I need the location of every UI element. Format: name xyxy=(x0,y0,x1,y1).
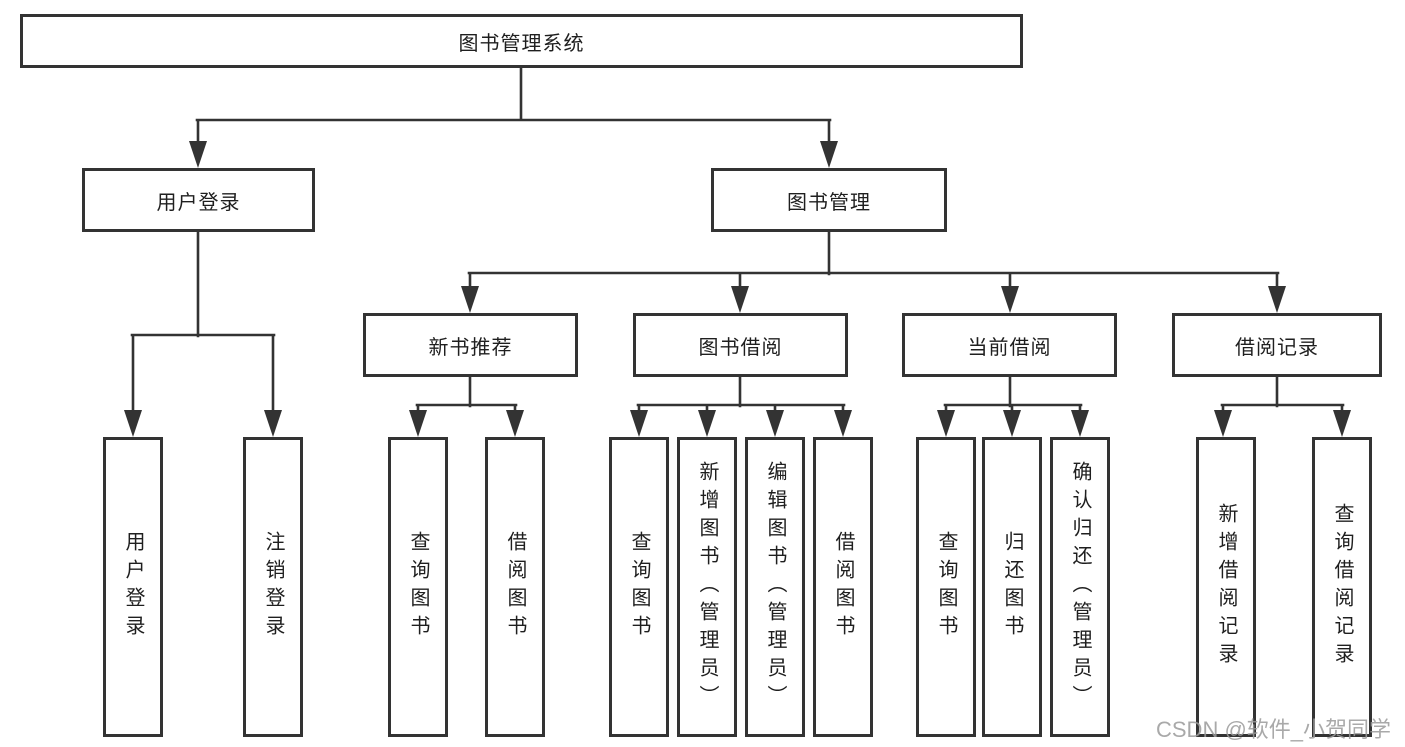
connector-user-login xyxy=(130,229,276,416)
leaf-records-query-record: 查询借阅记录 xyxy=(1312,437,1372,737)
leaf-logout: 注销登录 xyxy=(243,437,303,737)
leaf-borrow-borrow-books-label: 借阅图书 xyxy=(832,531,854,643)
leaf-current-query-books: 查询图书 xyxy=(916,437,976,737)
node-new-book-recommend: 新书推荐 xyxy=(363,313,578,377)
leaf-current-confirm-return-admin: 确认归还（管理员） xyxy=(1050,437,1110,737)
leaf-borrow-edit-books-admin-label: 编辑图书（管理员） xyxy=(764,461,786,713)
connector-current-borrow xyxy=(943,374,1083,416)
leaf-newbook-query-books: 查询图书 xyxy=(388,437,448,737)
leaf-current-return-books: 归还图书 xyxy=(982,437,1042,737)
connector-new-book xyxy=(415,374,518,416)
node-book-management-label: 图书管理 xyxy=(787,191,871,214)
watermark: CSDN @软件_小贺同学 xyxy=(1156,717,1392,742)
leaf-borrow-query-books: 查询图书 xyxy=(609,437,669,737)
leaf-current-return-books-label: 归还图书 xyxy=(1001,531,1023,643)
node-root-label: 图书管理系统 xyxy=(458,32,585,55)
leaf-records-query-record-label: 查询借阅记录 xyxy=(1331,503,1353,671)
leaf-current-query-books-label: 查询图书 xyxy=(935,531,957,643)
node-current-borrowing-label: 当前借阅 xyxy=(967,336,1052,359)
leaf-borrow-add-books-admin-label: 新增图书（管理员） xyxy=(696,461,718,713)
leaf-newbook-borrow-books-label: 借阅图书 xyxy=(504,531,526,643)
node-root: 图书管理系统 xyxy=(20,14,1023,68)
leaf-user-login-label: 用户登录 xyxy=(122,531,144,643)
node-book-borrowing: 图书借阅 xyxy=(633,313,848,377)
connector-root xyxy=(195,65,832,148)
leaf-current-confirm-return-admin-label: 确认归还（管理员） xyxy=(1069,461,1091,713)
leaf-user-login: 用户登录 xyxy=(103,437,163,737)
node-current-borrowing: 当前借阅 xyxy=(902,313,1117,377)
leaf-borrow-query-books-label: 查询图书 xyxy=(628,531,650,643)
node-new-book-recommend-label: 新书推荐 xyxy=(428,336,513,359)
leaf-newbook-query-books-label: 查询图书 xyxy=(407,531,429,643)
connector-book-borrow xyxy=(636,374,846,416)
connector-borrow-records xyxy=(1220,374,1345,416)
node-user-login: 用户登录 xyxy=(82,168,315,232)
node-book-management: 图书管理 xyxy=(711,168,947,232)
leaf-borrow-borrow-books: 借阅图书 xyxy=(813,437,873,737)
leaf-records-add-record: 新增借阅记录 xyxy=(1196,437,1256,737)
leaf-records-add-record-label: 新增借阅记录 xyxy=(1215,503,1237,671)
leaf-newbook-borrow-books: 借阅图书 xyxy=(485,437,545,737)
arrowheads xyxy=(124,141,1351,437)
leaf-borrow-add-books-admin: 新增图书（管理员） xyxy=(677,437,737,737)
node-borrowing-records: 借阅记录 xyxy=(1172,313,1382,377)
node-borrowing-records-label: 借阅记录 xyxy=(1235,336,1319,359)
connector-book-management xyxy=(467,229,1280,292)
node-user-login-label: 用户登录 xyxy=(156,191,241,214)
leaf-logout-label: 注销登录 xyxy=(262,531,284,643)
node-book-borrowing-label: 图书借阅 xyxy=(698,336,783,359)
leaf-borrow-edit-books-admin: 编辑图书（管理员） xyxy=(745,437,805,737)
